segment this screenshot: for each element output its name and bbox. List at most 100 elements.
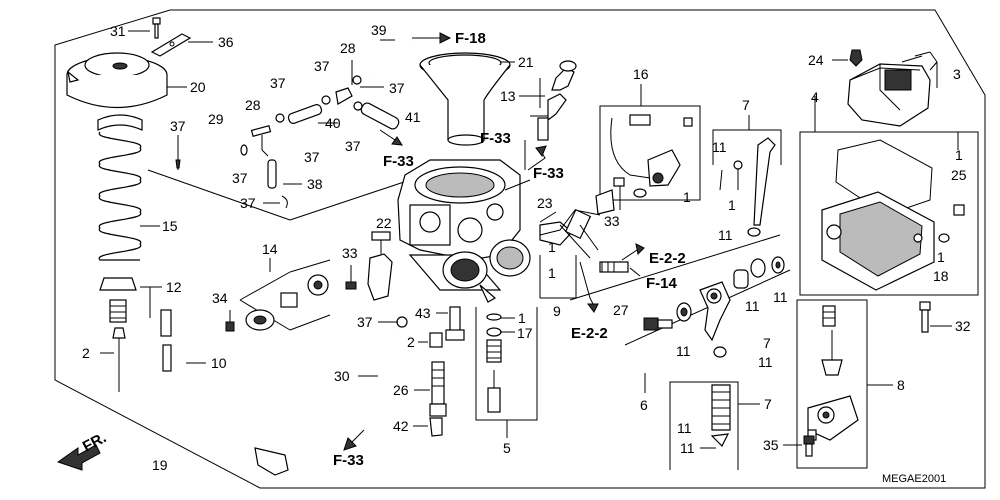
drain-tube-30 (343, 316, 408, 451)
label-f14: F-14 (646, 275, 678, 292)
label-28a: 28 (245, 97, 261, 113)
label-24: 24 (808, 52, 824, 68)
label-37i: 37 (357, 314, 373, 330)
label-1a: 1 (683, 189, 691, 205)
label-7b: 7 (763, 335, 771, 351)
label-28b: 28 (340, 40, 356, 56)
screw-35 (783, 435, 815, 457)
label-3: 3 (953, 66, 961, 82)
clip-37e (263, 195, 288, 209)
hose-29 (189, 142, 248, 165)
jet-43 (436, 306, 465, 341)
cover-3 (847, 51, 938, 127)
label-30: 30 (334, 368, 350, 384)
label-11f: 11 (758, 354, 773, 370)
jet-needle-2 (100, 327, 126, 392)
label-5: 5 (503, 440, 511, 456)
elbow-fitting-13 (519, 60, 577, 170)
label-37d: 37 (304, 149, 320, 165)
label-15: 15 (162, 218, 178, 234)
choke-parts-7a (712, 115, 782, 237)
label-22: 22 (376, 215, 392, 231)
label-34: 34 (212, 290, 228, 306)
label-37h: 37 (345, 138, 361, 154)
label-11d: 11 (745, 298, 760, 314)
label-33b: 33 (604, 213, 620, 229)
label-29: 29 (208, 111, 224, 127)
label-37b: 37 (232, 170, 248, 186)
label-6: 6 (640, 397, 648, 413)
label-40: 40 (325, 115, 341, 131)
carburetor-body (397, 159, 531, 303)
label-1g: 1 (518, 310, 526, 326)
label-38: 38 (307, 176, 323, 192)
screw-f14 (599, 261, 641, 277)
bracket-22 (367, 231, 393, 301)
label-7a: 7 (742, 97, 750, 113)
label-2b: 2 (407, 334, 415, 350)
mixture-screw-5 (475, 307, 538, 438)
label-18: 18 (933, 268, 949, 284)
choke-parts-7b (669, 381, 760, 470)
label-37c: 37 (270, 75, 286, 91)
label-11g: 11 (677, 420, 692, 436)
label-1d: 1 (728, 197, 736, 213)
label-32: 32 (955, 318, 971, 334)
needle-jet-26 (414, 361, 447, 417)
piston-12 (99, 277, 162, 323)
label-f33a: F-33 (383, 153, 414, 170)
label-16: 16 (633, 66, 649, 82)
label-9: 9 (553, 303, 561, 319)
hose-41 (353, 101, 403, 146)
screw-27 (643, 317, 673, 331)
throttle-cable-10 (160, 309, 289, 476)
screw-33a (345, 265, 357, 290)
label-37g: 37 (389, 80, 405, 96)
diagram-code: MEGAE2001 (882, 473, 946, 485)
label-f18: F-18 (455, 30, 486, 47)
hose-38 (267, 159, 302, 189)
label-19: 19 (152, 457, 168, 473)
label-26: 26 (393, 382, 409, 398)
label-11e: 11 (773, 289, 788, 305)
label-25: 25 (951, 167, 967, 183)
label-20: 20 (190, 79, 206, 95)
collar-11 (713, 256, 785, 358)
label-11c: 11 (676, 343, 691, 359)
label-1c: 1 (548, 265, 556, 281)
label-14: 14 (262, 241, 278, 257)
lever-27 (699, 281, 731, 342)
label-41: 41 (405, 109, 421, 125)
label-f33d: F-33 (333, 452, 364, 469)
label-17: 17 (517, 325, 533, 341)
label-33a: 33 (342, 245, 358, 261)
label-12: 12 (166, 279, 182, 295)
label-f33b: F-33 (480, 130, 511, 147)
throttle-sensor-9 (539, 208, 645, 313)
label-2a: 2 (82, 345, 90, 361)
jet-42 (413, 417, 443, 437)
label-42: 42 (393, 418, 409, 434)
diagram-frame (54, 9, 986, 489)
label-37e: 37 (240, 195, 256, 211)
label-10: 10 (211, 355, 227, 371)
front-arrow-icon (56, 444, 101, 471)
pump-group-8 (796, 299, 893, 469)
label-e22a: E-2-2 (649, 250, 686, 267)
fitting-28b (321, 60, 353, 105)
screw-31 (128, 17, 161, 39)
screw-32 (919, 301, 952, 333)
air-funnel-21 (419, 52, 515, 146)
washer-11 (676, 302, 692, 322)
label-37a: 37 (170, 118, 186, 134)
label-37f: 37 (314, 58, 330, 74)
diaphragm-boot-15 (97, 114, 160, 261)
screw-33b (595, 177, 625, 215)
label-13: 13 (500, 88, 516, 104)
hose-40 (287, 104, 338, 124)
sensor-16 (599, 84, 701, 201)
fitting-28a (250, 125, 272, 157)
label-f33c: F-33 (533, 165, 564, 182)
jet-2 (418, 332, 443, 348)
